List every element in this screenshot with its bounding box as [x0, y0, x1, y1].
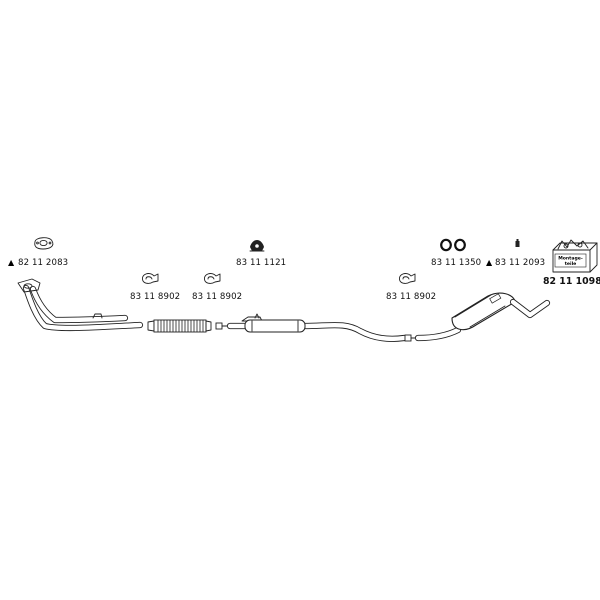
mounting-kit-part-number[interactable]: 82 11 1098	[543, 276, 600, 287]
mounting-kit-box-label: Montage-	[558, 256, 583, 262]
gasket-marker: ▲	[8, 258, 15, 267]
rubber-rings-icon[interactable]	[440, 238, 466, 252]
clamp-icon[interactable]	[142, 273, 159, 284]
rear-silencer[interactable]	[414, 292, 551, 342]
mounting-kit-icon[interactable]: Montage- teile	[552, 239, 598, 273]
clamp-icon[interactable]	[399, 273, 416, 284]
front-pipe[interactable]	[17, 278, 144, 332]
rubber-hanger-part-number[interactable]: 83 11 1121	[236, 258, 286, 268]
paste-tube-icon[interactable]	[515, 239, 520, 247]
gasket-part-number[interactable]: 82 11 2083	[18, 258, 68, 268]
clamp-right-part-number[interactable]: 83 11 8902	[386, 292, 436, 302]
gasket-icon[interactable]	[34, 237, 54, 250]
rubber-hanger-icon[interactable]	[249, 240, 265, 252]
middle-silencer[interactable]	[241, 313, 306, 333]
clamp-mid-part-number[interactable]: 83 11 8902	[192, 292, 242, 302]
rubber-rings-part-number[interactable]: 83 11 1350	[431, 258, 481, 268]
clamp-left-part-number[interactable]: 83 11 8902	[130, 292, 180, 302]
flex-bellows[interactable]	[147, 319, 212, 333]
svg-text:teile: teile	[565, 261, 577, 267]
center-pipe[interactable]	[226, 322, 408, 342]
paste-marker: ▲	[486, 258, 493, 267]
paste-part-number[interactable]: 83 11 2093	[495, 258, 545, 268]
clamp-icon[interactable]	[204, 273, 221, 284]
